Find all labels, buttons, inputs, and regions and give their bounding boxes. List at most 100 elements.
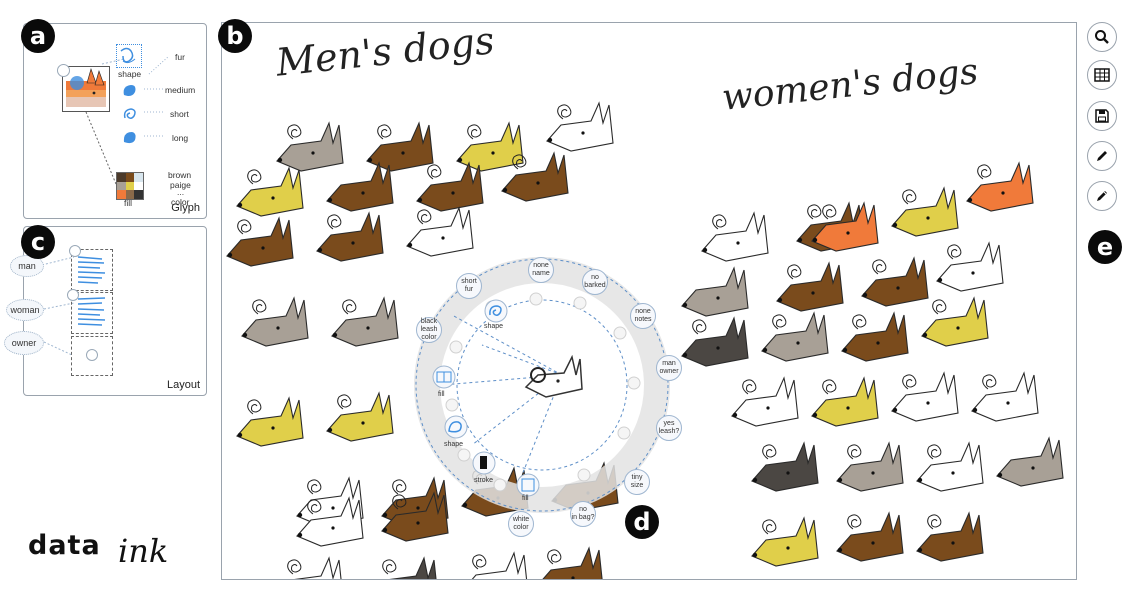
- dataink-logo: data ink: [26, 528, 206, 578]
- dog-glyph[interactable]: [731, 376, 799, 427]
- dog-glyph[interactable]: [462, 551, 528, 580]
- glyph-thumbnail[interactable]: [62, 66, 110, 112]
- fill2-channel-label: fill: [522, 495, 529, 502]
- dog-glyph[interactable]: [836, 511, 904, 562]
- shape-fur-icon[interactable]: [116, 44, 142, 68]
- layout-group-woman[interactable]: woman: [6, 299, 44, 321]
- dog-glyph[interactable]: [701, 211, 769, 262]
- dog-glyph[interactable]: [996, 436, 1064, 487]
- fur-long-icon[interactable]: [121, 129, 139, 145]
- layout-box-man[interactable]: [71, 249, 113, 291]
- dog-glyph[interactable]: [921, 296, 989, 347]
- dog-glyph[interactable]: [366, 121, 434, 172]
- shape2-channel-icon[interactable]: [444, 415, 468, 439]
- pen-button[interactable]: [1087, 181, 1117, 211]
- fill-channel-label: fill: [438, 391, 445, 398]
- save-button[interactable]: [1087, 101, 1117, 131]
- color-palette[interactable]: [116, 172, 144, 200]
- dog-glyph[interactable]: [761, 311, 829, 362]
- fur-option-long[interactable]: long: [172, 133, 189, 143]
- shape-channel-label: shape: [484, 323, 504, 330]
- dog-glyph[interactable]: [416, 161, 484, 212]
- dog-glyph[interactable]: [236, 166, 304, 217]
- dog-glyph[interactable]: [406, 206, 474, 257]
- dog-glyph[interactable]: [326, 161, 394, 212]
- dog-glyph[interactable]: [966, 161, 1034, 212]
- glyph-handle[interactable]: [57, 64, 70, 77]
- dog-glyph[interactable]: [891, 371, 959, 422]
- dog-glyph[interactable]: [241, 296, 309, 347]
- fur-medium-icon[interactable]: [121, 82, 139, 98]
- color-option-paige[interactable]: paige: [170, 180, 191, 190]
- dog-glyph[interactable]: [971, 371, 1039, 422]
- fur-short-icon[interactable]: [121, 106, 139, 122]
- dog-glyph[interactable]: [277, 556, 343, 580]
- dog-glyph[interactable]: [751, 441, 819, 492]
- dog-glyph[interactable]: [537, 546, 603, 580]
- dog-glyph[interactable]: [296, 496, 364, 547]
- dog-glyph[interactable]: [326, 391, 394, 442]
- radial-center-glyph[interactable]: [524, 354, 584, 399]
- dog-glyph[interactable]: [546, 101, 614, 152]
- glyph-panel: shape fur medium short long fill brown p…: [23, 23, 207, 219]
- shape-channel-icon[interactable]: [484, 299, 508, 323]
- dog-glyph[interactable]: [751, 516, 819, 567]
- layout-box-woman[interactable]: [71, 292, 113, 334]
- dog-glyph[interactable]: [841, 311, 909, 362]
- layout-handle-owner[interactable]: [86, 349, 98, 361]
- main-canvas[interactable]: Men's dogs women's dogs: [221, 22, 1077, 580]
- dog-glyph[interactable]: [916, 511, 984, 562]
- layout-box-owner[interactable]: [71, 336, 113, 376]
- dog-glyph[interactable]: [236, 396, 304, 447]
- table-button[interactable]: [1087, 60, 1117, 90]
- dog-glyph[interactable]: [226, 216, 294, 267]
- dog-glyph[interactable]: [861, 256, 929, 307]
- badge-b: b: [218, 19, 252, 53]
- layout-group-owner[interactable]: owner: [4, 331, 44, 355]
- dog-glyph[interactable]: [681, 266, 749, 317]
- dog-glyph[interactable]: [836, 441, 904, 492]
- layout-handle-man[interactable]: [69, 245, 81, 257]
- badge-c: c: [21, 225, 55, 259]
- search-icon: [1095, 30, 1109, 44]
- dog-glyph[interactable]: [891, 186, 959, 237]
- dog-glyph[interactable]: [276, 121, 344, 172]
- dog-glyph[interactable]: [331, 296, 399, 347]
- fur-option-short[interactable]: short: [170, 109, 189, 119]
- dog-glyph[interactable]: [811, 201, 879, 252]
- dog-glyph[interactable]: [776, 261, 844, 312]
- dog-glyph[interactable]: [681, 316, 749, 367]
- fill-channel-icon[interactable]: [432, 365, 456, 389]
- dog-glyph[interactable]: [316, 211, 384, 262]
- dog-glyph[interactable]: [372, 556, 438, 580]
- dog-glyph[interactable]: [456, 121, 524, 172]
- color-option-more[interactable]: ...: [177, 187, 185, 197]
- dog-center-icon: [524, 354, 583, 398]
- dog-glyph[interactable]: [936, 241, 1004, 292]
- fur-option-medium[interactable]: medium: [165, 85, 196, 95]
- fill2-channel-icon[interactable]: [516, 473, 540, 497]
- layout-links: [41, 256, 75, 356]
- layout-handle-woman[interactable]: [67, 289, 79, 301]
- color-option-brown[interactable]: brown: [168, 170, 192, 180]
- dog-glyph[interactable]: [381, 491, 449, 542]
- stroke-channel-icon[interactable]: [472, 451, 496, 475]
- dog-glyph[interactable]: [916, 441, 984, 492]
- color-label: color: [171, 197, 190, 207]
- dog-glyph[interactable]: [501, 151, 569, 202]
- dog-glyph[interactable]: [811, 376, 879, 427]
- pencil-button[interactable]: [1087, 141, 1117, 171]
- badge-a: a: [21, 19, 55, 53]
- search-button[interactable]: [1087, 22, 1117, 52]
